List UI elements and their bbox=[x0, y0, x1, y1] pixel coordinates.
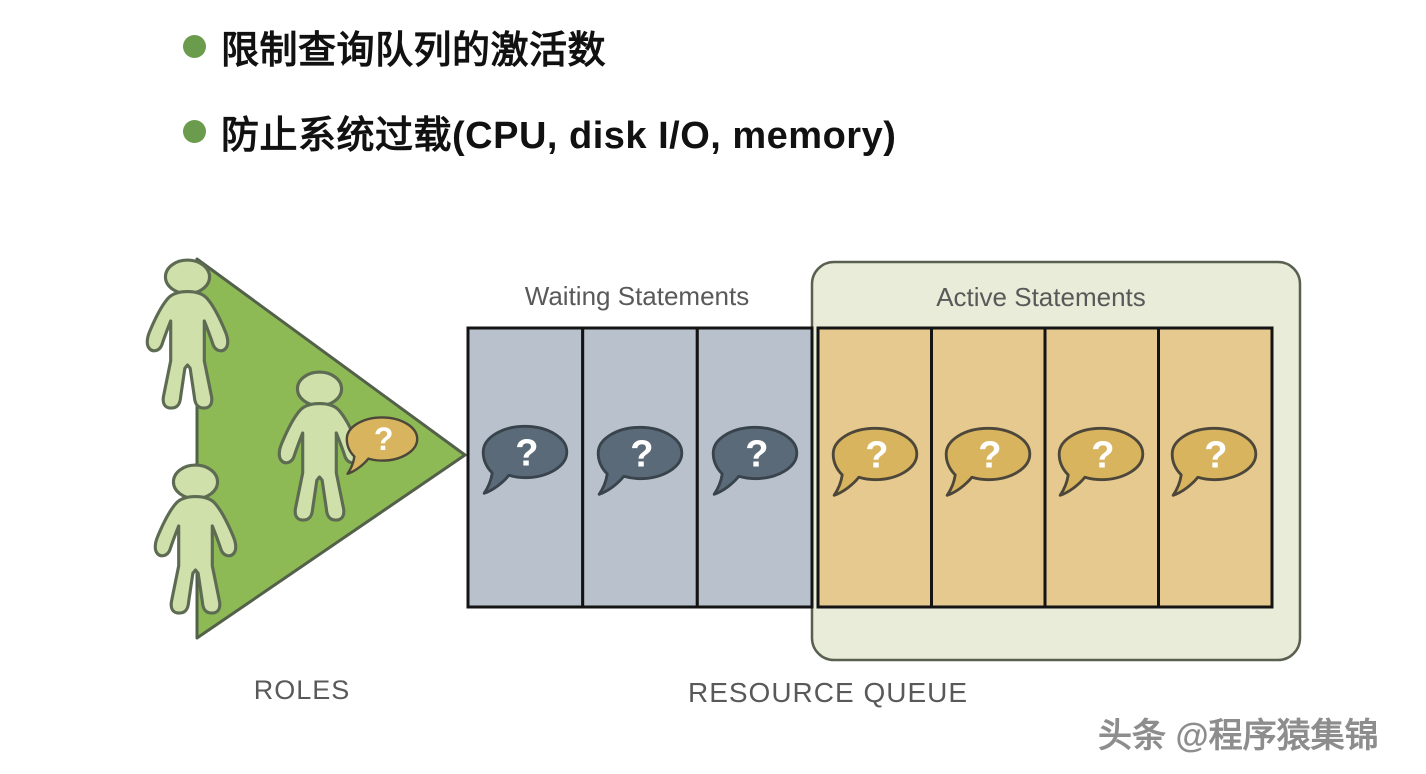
bullet-text-2: 防止系统过载(CPU, disk I/O, memory) bbox=[221, 114, 897, 157]
waiting-statement-bubble: ? bbox=[711, 425, 799, 496]
question-mark: ? bbox=[374, 421, 394, 457]
waiting-statements-label: Waiting Statements bbox=[525, 281, 749, 311]
active-statements-label: Active Statements bbox=[936, 282, 1146, 312]
bullet-item-1: 限制查询队列的激活数 bbox=[183, 20, 606, 72]
bullet-dot-icon bbox=[183, 119, 206, 143]
waiting-statement-bubble: ? bbox=[481, 424, 569, 495]
resource-queue-label: RESOURCE QUEUE bbox=[688, 677, 968, 708]
waiting-statement-bubble: ? bbox=[596, 425, 684, 496]
question-mark: ? bbox=[1204, 434, 1227, 476]
question-mark: ? bbox=[745, 433, 768, 475]
bullet-dot-icon bbox=[183, 34, 206, 58]
active-statement-bubble: ? bbox=[831, 426, 919, 497]
role-query-bubble: ? bbox=[345, 416, 419, 475]
active-statement-bubble: ? bbox=[1057, 426, 1145, 497]
question-mark: ? bbox=[865, 434, 888, 476]
roles-label: ROLES bbox=[254, 675, 351, 705]
question-mark: ? bbox=[630, 433, 653, 475]
question-mark: ? bbox=[515, 432, 538, 474]
active-statement-bubble: ? bbox=[1170, 426, 1258, 497]
bullet-item-2: 防止系统过载(CPU, disk I/O, memory) bbox=[183, 105, 896, 157]
question-mark: ? bbox=[978, 434, 1001, 476]
watermark: 头条 @程序猿集锦 bbox=[1098, 717, 1379, 755]
bullet-text-1: 限制查询队列的激活数 bbox=[221, 29, 607, 72]
question-mark: ? bbox=[1091, 434, 1114, 476]
active-statement-bubble: ? bbox=[944, 426, 1032, 497]
